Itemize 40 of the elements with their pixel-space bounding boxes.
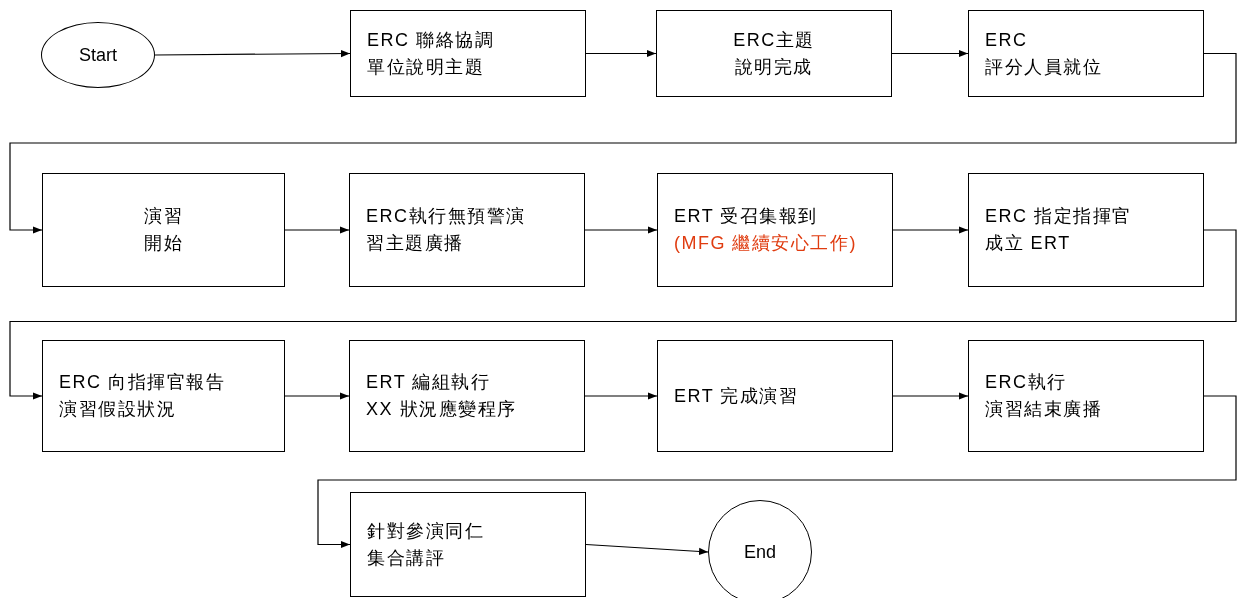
step-text: ERT 受召集報到 [674,205,819,228]
process-box [350,10,586,97]
step-text: ERC 向指揮官報告演習假設狀況 [59,371,226,421]
process-box [657,340,893,452]
arrow [284,226,350,234]
step-text: ERC執行演習結束廣播 [985,371,1103,421]
arrow [9,52,1237,234]
step-text: (MFG 繼續安心工作) [674,232,858,255]
arrow [317,395,1237,549]
step-text: ERC 聯絡協調單位說明主題 [367,28,495,79]
step-text: ERC 指定指揮官成立 ERT [985,205,1133,255]
arrow [891,49,969,58]
step-text: Start [79,43,117,67]
arrow [154,49,351,58]
process-box [968,10,1204,97]
step-text: ERC評分人員就位 [985,28,1103,79]
arrow [584,226,658,234]
step-text: ERT 完成演習 [674,384,800,408]
step-text: ERT 編組執行XX 狀況應變程序 [366,371,518,421]
step-text: ERC執行無預警演習主題廣播 [366,205,527,255]
arrow [892,392,969,400]
process-box [42,340,285,452]
process-box [349,340,585,452]
arrow [284,392,350,400]
process-box [42,173,285,287]
process-box [968,340,1204,452]
arrow [892,226,969,234]
step-text: 針對參演同仁集合講評 [367,519,485,570]
process-box [656,10,892,97]
step-text: 演習開始 [144,205,183,255]
arrow [584,392,658,400]
arrow [9,229,1237,400]
process-box [350,492,586,597]
process-box [968,173,1204,287]
arrow [585,49,657,58]
step-text: End [744,540,776,564]
process-box [657,173,893,287]
step-text: ERC主題說明完成 [733,28,815,79]
arrow [585,543,709,556]
process-box [349,173,585,287]
